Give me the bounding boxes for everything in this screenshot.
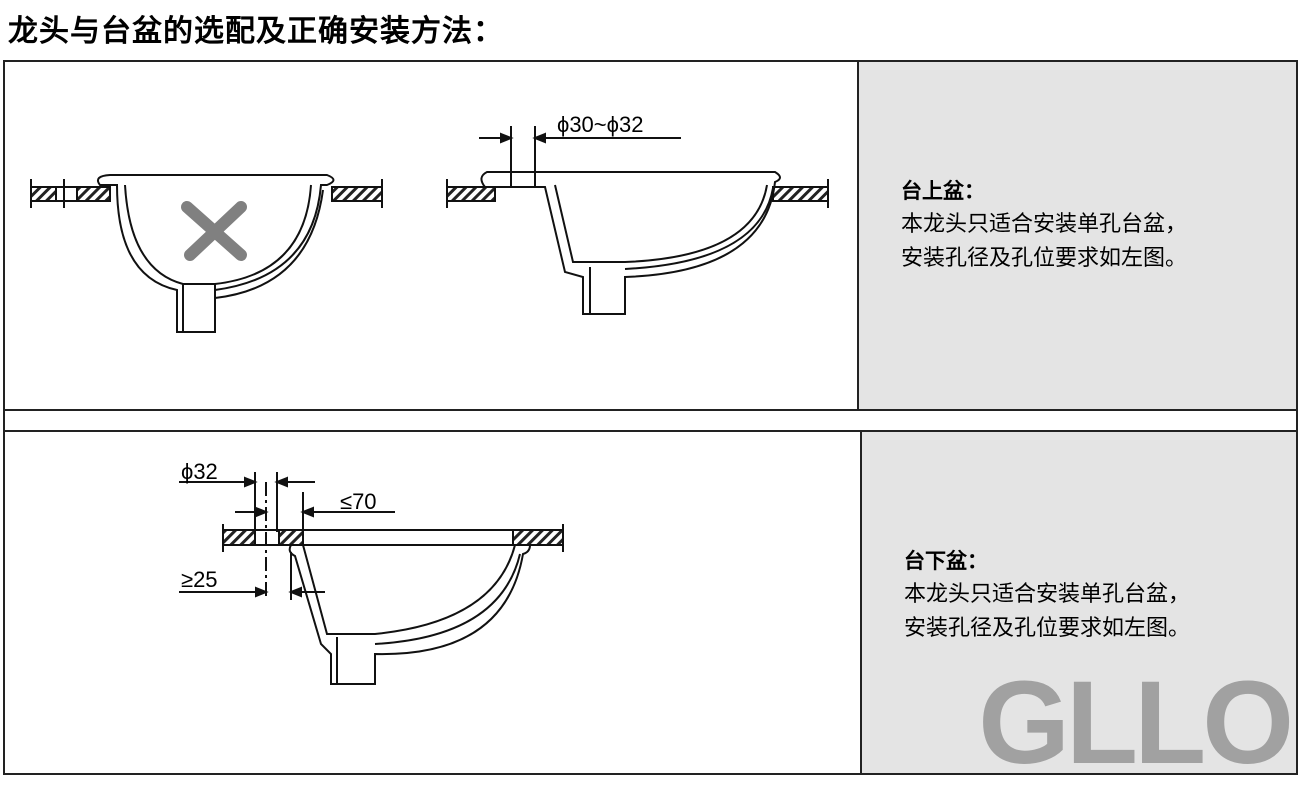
- page-title: 龙头与台盆的选配及正确安装方法：: [8, 14, 504, 49]
- countertop-basin-correct-diagram: [446, 126, 829, 315]
- undercounter-basin-note-box: 台下盆： 本龙头只适合安装单孔台盆， 安装孔径及孔位要求如左图。 GLLO: [860, 432, 1296, 789]
- undercounter-basin-heading: 台下盆：: [904, 549, 988, 573]
- note-line: 安装孔径及孔位要求如左图。: [901, 246, 1188, 271]
- countertop-basin-note-box: 台上盆： 本龙头只适合安装单孔台盆， 安装孔径及孔位要求如左图。: [857, 62, 1296, 409]
- max-distance-label: ≤70: [340, 489, 377, 514]
- hole-diameter-label: ϕ30~ϕ32: [557, 112, 643, 137]
- section-divider: [3, 409, 1298, 432]
- note-line: 本龙头只适合安装单孔台盆，: [901, 212, 1188, 237]
- countertop-basin-panel: ϕ30~ϕ32 台上盆： 本龙头只适合安装单孔台盆， 安装孔径及孔位要求如左图。: [3, 60, 1298, 411]
- x-mark-icon: [181, 201, 247, 261]
- countertop-basin-diagrams: ϕ30~ϕ32: [30, 112, 829, 333]
- note-line: 安装孔径及孔位要求如左图。: [904, 616, 1191, 641]
- brand-watermark: GLLO: [978, 657, 1294, 789]
- hole-diameter-label: ϕ32: [181, 459, 218, 484]
- undercounter-basin-panel: ϕ32 ≤70 ≥25 台下盆： 本龙头只适合安装单孔台盆， 安装孔径及孔位要求…: [3, 430, 1298, 789]
- min-distance-label: ≥25: [181, 567, 218, 592]
- undercounter-basin-diagram: ϕ32 ≤70 ≥25: [179, 459, 564, 685]
- note-line: 本龙头只适合安装单孔台盆，: [904, 582, 1191, 607]
- countertop-basin-heading: 台上盆：: [901, 179, 985, 203]
- vessel-basin-wrong-diagram: [30, 174, 383, 333]
